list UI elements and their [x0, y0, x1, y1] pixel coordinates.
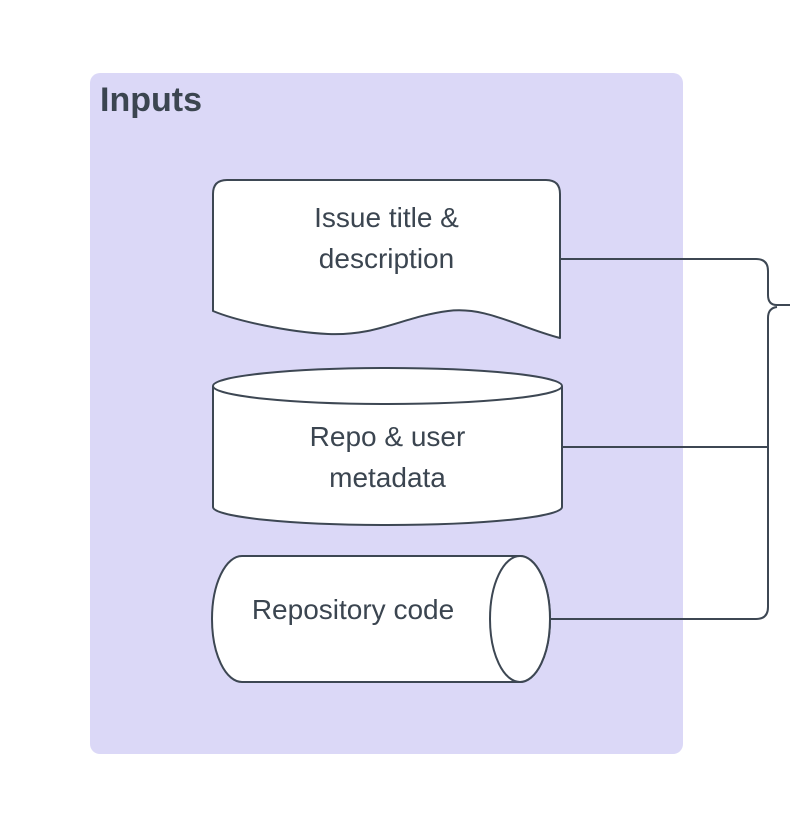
connector-merge-vertical: [551, 306, 778, 620]
node-label-repo-user-metadata: Repo & user metadata: [213, 416, 562, 498]
node-label-line: Issue title &: [314, 202, 459, 233]
node-label-line: description: [318, 243, 455, 274]
connector-issue-to-merge: [560, 258, 790, 306]
document-shape-issue: [212, 179, 561, 339]
node-label-repository-code: Repository code: [212, 589, 494, 630]
node-label-line: Repo & user: [309, 421, 466, 452]
node-label-line: Repository code: [251, 594, 455, 625]
node-label-issue-title-description: Issue title & description: [213, 197, 560, 279]
cylinder-shape-repository-code: [211, 555, 551, 683]
node-label-line: metadata: [329, 462, 446, 493]
database-shape-metadata: [212, 367, 563, 526]
group-title-inputs: Inputs: [100, 81, 202, 119]
